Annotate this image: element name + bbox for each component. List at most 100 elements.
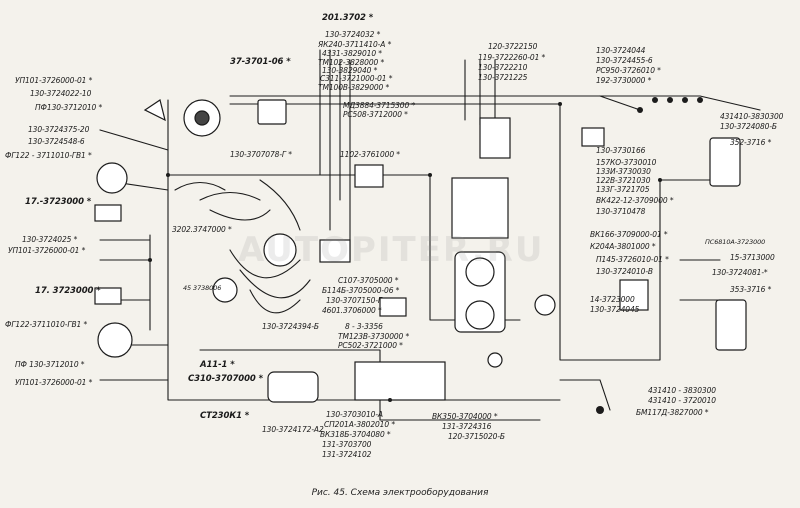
harness-main	[149, 99, 561, 401]
label: ТМ102-3828000 *	[318, 58, 385, 67]
label: 131-3724102	[322, 450, 372, 459]
headlamp-right-bottom	[715, 299, 747, 351]
distributor	[263, 233, 297, 267]
label: 130-3710478	[596, 207, 646, 216]
label: 130-3724044	[596, 46, 646, 55]
label: 4601.3706000 *	[322, 306, 382, 315]
relay-unit	[354, 164, 384, 188]
label: РС502-3721000 *	[338, 341, 403, 350]
label: Б114Б-3705000-06 *	[322, 286, 400, 295]
label: 192-3730000 *	[596, 76, 652, 85]
label: ЯК240-3711410-А *	[318, 40, 392, 49]
label: А11-1 *	[200, 360, 235, 370]
label: 130-3707078-Г *	[230, 150, 292, 159]
label: 120-3715020-Б	[448, 432, 505, 441]
label: 120-3722150	[488, 42, 538, 51]
label: БМ117Д-3827000 *	[636, 408, 709, 417]
harness-left-lamps	[99, 129, 169, 381]
headlamp-right-top	[709, 137, 741, 187]
label: 201.3702 *	[322, 13, 374, 23]
label: 352-3716 *	[730, 138, 772, 147]
harness-right	[559, 103, 721, 361]
alternator-hub	[194, 110, 210, 126]
label: 130-3722210	[478, 63, 528, 72]
label: 130-3724045	[590, 305, 640, 314]
label: ПФ 130-3712010 *	[15, 360, 85, 369]
figure-caption: Рис. 45. Схема электрооборудования	[311, 488, 489, 498]
relay-right	[581, 127, 605, 147]
label: 130-3829040 *	[322, 66, 378, 75]
label: 4331-3829010 *	[322, 49, 382, 58]
label: СТ230К1 *	[200, 411, 250, 421]
label: ПФ130-3712010 *	[35, 103, 103, 112]
label: 130-3730166	[596, 146, 646, 155]
label: 130-3721225	[478, 73, 528, 82]
label: РС508-3712000 *	[343, 110, 408, 119]
socket-unit	[379, 297, 407, 317]
label: 131-3724316	[442, 422, 492, 431]
label: 130-3724375-20	[28, 125, 90, 134]
sensor-leads	[464, 59, 496, 129]
label: С310-3707000 *	[188, 374, 263, 384]
ignition-coil	[212, 277, 238, 303]
label: 8 - 3-3356	[345, 322, 383, 331]
voltage-regulator	[257, 99, 287, 125]
label: 130-3707150-Г	[326, 296, 383, 305]
gauge-fuel	[465, 300, 495, 330]
label: ТМ123В-3730000 *	[338, 332, 410, 341]
fuse-block-left	[94, 204, 122, 222]
label: 14-3723000	[590, 295, 635, 304]
label: ВК166-3709000-01 *	[590, 230, 668, 239]
fuse-block-left-2	[94, 287, 122, 305]
relay-block-top	[479, 117, 511, 159]
label: ВК350-3704000 *	[432, 412, 498, 421]
harness-right-lamps	[599, 95, 761, 301]
ground-lead	[559, 379, 611, 411]
switch-panel	[354, 361, 446, 401]
starter-motor	[267, 371, 319, 403]
label: ВК318Б-3704080 *	[320, 430, 391, 439]
label: 133И-3730030	[596, 167, 651, 176]
turn-switch	[619, 279, 649, 311]
label: 17.-3723000 *	[25, 197, 92, 207]
label: 130-3724022-10	[30, 89, 92, 98]
label: УП101-3726000-01 *	[15, 76, 93, 85]
label: УП101-3726000-01 *	[8, 246, 86, 255]
label: СП201А-3802010 *	[324, 420, 395, 429]
label: 157КО-3730010	[596, 158, 657, 167]
label: МД3884-3715300 *	[343, 101, 416, 110]
label: РС950-3726010 *	[596, 66, 661, 75]
label: 130-3724025 *	[22, 235, 78, 244]
label: 130-3724081-*	[712, 268, 768, 277]
label: 130-3724080-Б	[720, 122, 777, 131]
label: 353-3716 *	[730, 285, 772, 294]
label: 130-3724010-В	[596, 267, 653, 276]
ignition-wires	[174, 179, 311, 314]
label: 131-3703700	[322, 440, 372, 449]
label: 431410-3830300	[720, 112, 784, 121]
horn-bottom	[487, 352, 503, 368]
label: 119-3722260-01 *	[478, 53, 546, 62]
gauge-speedometer	[465, 257, 495, 287]
fuse-panel	[451, 177, 509, 239]
label: ПС6810А-3723000	[705, 238, 766, 246]
label: 130-3724548-6	[28, 137, 85, 146]
label: 1102-3761000 *	[340, 150, 400, 159]
label: П145-3726010-01 *	[596, 255, 669, 264]
label: ТМ100В-3829000 *	[318, 83, 390, 92]
label: ФГ122 - 3711010-ГВ1 *	[5, 151, 92, 160]
horn-top	[143, 99, 166, 122]
label: 130-3724394-Б	[262, 322, 319, 331]
label: С311-3721000-01 *	[320, 74, 393, 83]
label: 3202.3747000 *	[172, 225, 232, 234]
label: УП101-3726000-01 *	[15, 378, 93, 387]
label: ВК422-12-3709000 *	[596, 196, 674, 205]
label: 45 3738006	[183, 284, 222, 292]
label: 133Г-3721705	[596, 185, 650, 194]
harness-center-bundle	[319, 49, 351, 261]
headlamp-left-top	[96, 162, 128, 194]
ignition-switch-unit	[319, 239, 351, 263]
label: ФГ122-3711010-ГВ1 *	[5, 320, 88, 329]
